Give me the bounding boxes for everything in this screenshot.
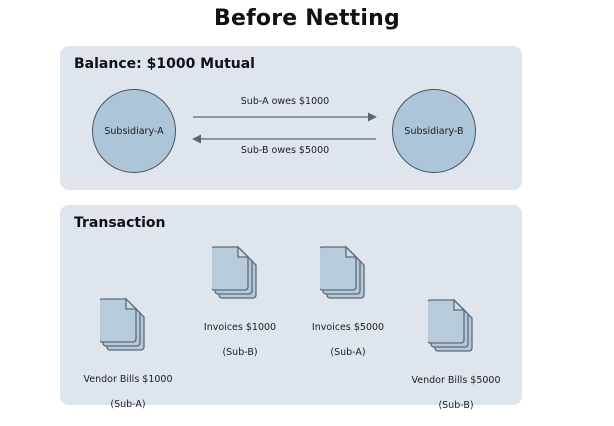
- document-vendor-bills-sub-a-caption: Vendor Bills $1000 (Sub-A): [58, 361, 198, 411]
- document-stack-icon: [98, 297, 156, 359]
- doc-caption-line1: Invoices $1000: [203, 321, 277, 333]
- doc-caption-line2: (Sub-B): [438, 399, 474, 411]
- document-invoices-sub-a-caption: Invoices $5000 (Sub-A): [278, 309, 418, 359]
- doc-caption-line1: Vendor Bills $5000: [411, 374, 501, 386]
- doc-caption-line2: (Sub-B): [222, 346, 258, 358]
- doc-caption-line1: Invoices $5000: [311, 321, 385, 333]
- node-subsidiary-a: Subsidiary-A: [92, 89, 176, 173]
- document-stack-icon: [426, 298, 484, 360]
- transaction-panel-heading: Transaction: [74, 215, 166, 231]
- edge-label-a-owes-b: Sub-A owes $1000: [240, 96, 330, 107]
- document-invoices-sub-b: Invoices $1000 (Sub-B): [204, 245, 276, 358]
- edge-label-b-owes-a: Sub-B owes $5000: [240, 145, 330, 156]
- node-subsidiary-b: Subsidiary-B: [392, 89, 476, 173]
- document-vendor-bills-sub-b-caption: Vendor Bills $5000 (Sub-B): [386, 362, 526, 412]
- node-subsidiary-a-label: Subsidiary-A: [104, 125, 164, 137]
- document-stack-icon: [210, 245, 268, 307]
- document-stack-icon: [318, 245, 376, 307]
- document-invoices-sub-b-caption: Invoices $1000 (Sub-B): [170, 309, 310, 359]
- balance-panel-heading: Balance: $1000 Mutual: [74, 56, 255, 72]
- doc-caption-line2: (Sub-A): [330, 346, 366, 358]
- node-subsidiary-b-label: Subsidiary-B: [404, 125, 464, 137]
- page-title: Before Netting: [214, 6, 400, 31]
- document-vendor-bills-sub-a: Vendor Bills $1000 (Sub-A): [83, 297, 173, 410]
- doc-caption-line2: (Sub-A): [110, 398, 146, 410]
- document-vendor-bills-sub-b: Vendor Bills $5000 (Sub-B): [411, 298, 501, 411]
- document-invoices-sub-a: Invoices $5000 (Sub-A): [312, 245, 384, 358]
- doc-caption-line1: Vendor Bills $1000: [83, 373, 173, 385]
